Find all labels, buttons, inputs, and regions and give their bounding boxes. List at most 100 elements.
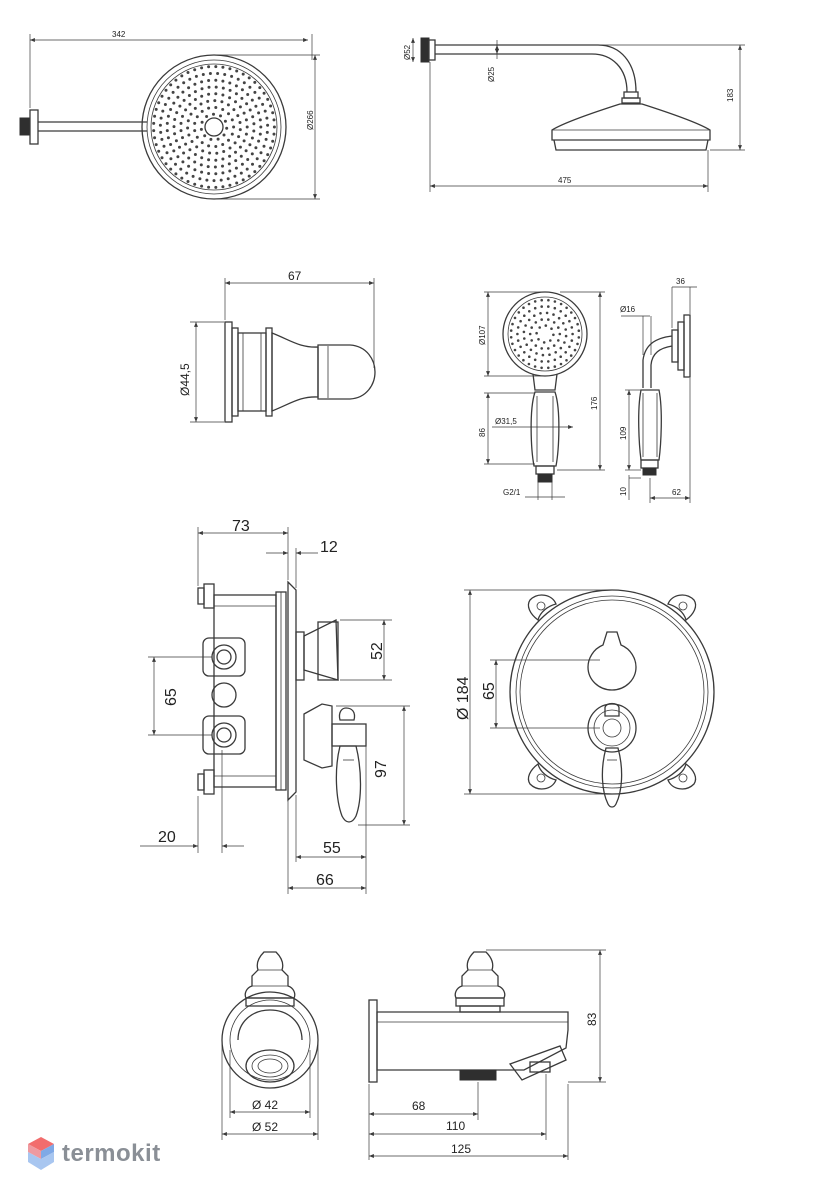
nozzle-dot (553, 365, 557, 368)
nozzle-dot (193, 160, 197, 164)
nozzle-dot (214, 145, 218, 148)
nozzle-dot (236, 77, 240, 81)
nozzle-dot (209, 137, 213, 141)
nozzle-dot (207, 185, 211, 189)
nozzle-dot (527, 302, 531, 306)
nozzle-dot (228, 88, 232, 92)
nozzle-dot (563, 341, 566, 344)
nozzle-dot (552, 313, 555, 316)
nozzle-dot (258, 118, 262, 122)
termokit-cube-icon (28, 1137, 54, 1170)
nozzle-dot (175, 111, 179, 115)
nozzle-dot (253, 90, 257, 94)
nozzle-dot (257, 111, 261, 115)
nozzle-dot (221, 86, 225, 90)
nozzle-dot (527, 362, 531, 366)
nozzle-dot (245, 125, 249, 129)
nozzle-dot (200, 184, 204, 188)
nozzle-dot (519, 345, 522, 349)
nozzle-dot (235, 69, 239, 73)
nozzle-dot (157, 101, 161, 105)
nozzle-dot (557, 339, 560, 342)
nozzle-dot (174, 139, 178, 143)
nozzle-dot (195, 135, 199, 139)
nozzle-dot (191, 174, 195, 178)
nozzle-dot (264, 137, 268, 141)
nozzle-dot (200, 156, 204, 160)
nozzle-dot (214, 185, 218, 189)
spout-side-view: 83 68 110 125 (368, 949, 606, 1160)
nozzle-dot (214, 172, 218, 176)
nozzle-dot (207, 85, 211, 89)
nozzle-dot (547, 298, 550, 302)
nozzle-dot (266, 97, 270, 101)
nozzle-dot (262, 91, 266, 95)
nozzle-dot (553, 306, 557, 310)
nozzle-dot (559, 302, 563, 306)
nozzle-dot (272, 132, 276, 136)
nozzle-dot (221, 164, 224, 168)
nozzle-dot (513, 348, 517, 352)
nozzle-dot (169, 83, 173, 87)
nozzle-dot (200, 120, 204, 124)
nozzle-dot (240, 162, 244, 166)
nozzle-dot (559, 355, 562, 359)
nozzle-dot (207, 65, 211, 69)
nozzle-dot (265, 116, 269, 120)
spout-front-view: Ø 42 Ø 52 (221, 951, 319, 1140)
nozzle-dot (254, 104, 258, 108)
nozzle-dot (230, 118, 234, 122)
nozzle-dot (160, 94, 164, 98)
nozzle-dot (169, 157, 173, 161)
dim-rain-flange: Ø52 (403, 44, 412, 60)
nozzle-dot (535, 352, 538, 355)
nozzle-dot (200, 66, 204, 70)
nozzle-dot (564, 314, 567, 318)
nozzle-dot (533, 300, 537, 303)
dim-holder-height: 109 (619, 426, 628, 440)
dim-plate-184: Ø 184 (455, 676, 472, 720)
nozzle-dot (212, 112, 215, 116)
dim-outlet-length: 67 (288, 269, 302, 283)
nozzle-dot (214, 85, 218, 89)
nozzle-dot (568, 319, 571, 323)
nozzle-dot (539, 312, 542, 315)
nozzle-dot (253, 170, 257, 174)
nozzle-dot (530, 326, 533, 329)
nozzle-dot (250, 98, 254, 102)
nozzle-dot (221, 171, 225, 175)
rain-shower-top-view: 342 Ø266 (19, 30, 320, 200)
nozzle-dot (184, 108, 188, 112)
nozzle-dot (161, 109, 165, 113)
nozzle-dot (523, 337, 526, 340)
hand-shower-nozzles (509, 298, 581, 370)
nozzle-dot (207, 144, 211, 148)
nozzle-dot (230, 74, 234, 78)
nozzle-dot (201, 149, 205, 153)
nozzle-dot (234, 92, 238, 96)
nozzle-dot (221, 79, 225, 83)
dim-hand-total: 176 (590, 396, 599, 410)
nozzle-dot (174, 78, 178, 82)
nozzle-dot (245, 167, 249, 171)
nozzle-dot (169, 143, 173, 146)
nozzle-dot (152, 121, 156, 125)
nozzle-dot (221, 143, 225, 146)
nozzle-dot (577, 329, 581, 333)
nozzle-dot (230, 132, 234, 136)
nozzle-dot (179, 129, 183, 133)
nozzle-dot (537, 338, 540, 341)
nozzle-dot (248, 85, 252, 89)
nozzle-dot (241, 178, 245, 182)
nozzle-dot (176, 95, 180, 99)
nozzle-dot (547, 305, 550, 308)
nozzle-dot (160, 137, 164, 141)
nozzle-dot (186, 119, 190, 123)
brand-name: termokit (62, 1140, 161, 1167)
nozzle-dot (525, 343, 528, 347)
nozzle-dot (180, 74, 184, 78)
dim-rain-height: 183 (726, 88, 735, 102)
hand-shower-front-view: Ø107 86 Ø31,5 176 G2/1 (478, 291, 605, 500)
nozzle-dot (522, 358, 525, 362)
nozzle-dot (228, 146, 232, 150)
